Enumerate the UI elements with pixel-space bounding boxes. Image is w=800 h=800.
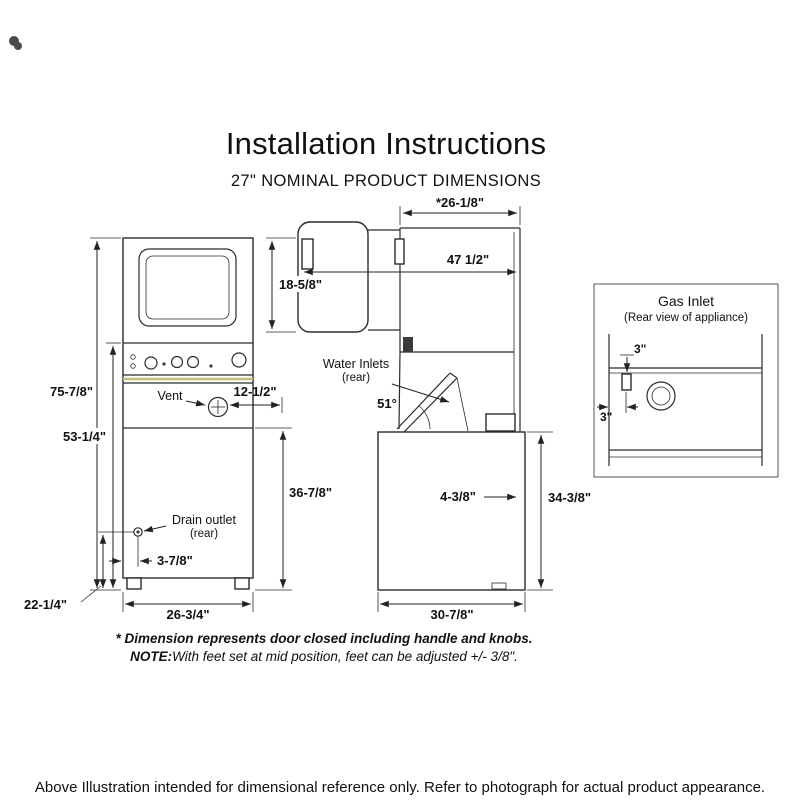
water-inlets-leader-arrow — [391, 383, 450, 403]
scan-artifact — [9, 36, 22, 50]
drain-outlet-sublabel: (rear) — [190, 528, 218, 540]
dim-depth: *26-1/8" — [436, 195, 484, 210]
dim-door-open-depth: 47 1/2" — [447, 252, 489, 267]
dim-drain-height: 22-1/4" — [24, 597, 67, 612]
page-title: Installation Instructions — [225, 126, 547, 161]
dim-drain-offset: 3-7/8" — [157, 553, 193, 568]
note-prefix: NOTE: — [130, 649, 173, 664]
dim-base-depth: 30-7/8" — [430, 607, 473, 622]
dimension-note: * Dimension represents door closed inclu… — [115, 631, 533, 646]
drain-outlet-label: Drain outlet — [172, 513, 236, 527]
note-body: With feet set at mid position, feet can … — [172, 649, 518, 664]
lid-angle-arc — [418, 405, 431, 430]
vent — [207, 396, 229, 418]
front-view — [122, 237, 254, 590]
gas-inlet-fitting — [621, 373, 632, 391]
cabinet-front — [122, 237, 254, 579]
dryer-door-window-outer — [138, 248, 237, 327]
vent-leader-arrow — [185, 399, 206, 407]
side-view — [297, 221, 526, 591]
footer-disclaimer: Above Illustration intended for dimensio… — [34, 779, 766, 796]
gas-inlet-title: Gas Inlet — [658, 293, 714, 309]
gas-dim-vertical: 3" — [634, 342, 646, 356]
left-foot — [126, 577, 142, 590]
washer-side — [377, 372, 526, 591]
gas-pipe-opening — [646, 381, 676, 411]
dim-width: 26-3/4" — [166, 607, 209, 622]
dryer-vent-duct — [403, 337, 413, 352]
dim-lower-front-height: 36-7/8" — [289, 485, 332, 500]
water-inlets-sublabel: (rear) — [342, 372, 370, 384]
right-foot — [234, 577, 250, 590]
washer-foot — [491, 582, 507, 590]
adjustment-note: NOTE:With feet set at mid position, feet… — [0, 649, 648, 664]
door-handle — [301, 238, 314, 270]
washer-body — [377, 431, 526, 591]
water-inlets-label: Water Inlets — [323, 357, 389, 371]
dim-vent-offset: 12-1/2" — [233, 384, 276, 399]
rear-console — [485, 413, 516, 432]
drain-leader-arrow — [143, 525, 167, 533]
side-view-dimensions: *26-1/8" 18-5/8" 47 1/2" Water Inlets (r… — [266, 195, 591, 622]
dim-inlet-offset: 4-3/8" — [440, 489, 476, 504]
gas-dim-horizontal: 3" — [600, 410, 612, 424]
open-lid — [396, 372, 451, 430]
dim-washer-top-height: 53-1/4" — [63, 429, 106, 444]
gas-inlet-subtitle: (Rear view of appliance) — [624, 312, 748, 324]
dim-door-height: 18-5/8" — [279, 277, 322, 292]
door-hinge — [394, 238, 405, 265]
dim-lid-angle: 51° — [377, 396, 397, 411]
dim-total-height: 75-7/8" — [50, 384, 93, 399]
control-knobs — [130, 352, 247, 370]
page-subtitle: 27" NOMINAL PRODUCT DIMENSIONS — [230, 172, 542, 190]
gas-inlet-detail: Gas Inlet (Rear view of appliance) 3" 3" — [593, 283, 779, 478]
front-view-dimensions: 75-7/8" 53-1/4" Vent 12-1/2" 36-7/8" Dra… — [24, 237, 339, 622]
dryer-door-window-inner — [145, 255, 230, 320]
dim-washer-height: 34-3/8" — [548, 490, 591, 505]
vent-label: Vent — [157, 389, 183, 403]
